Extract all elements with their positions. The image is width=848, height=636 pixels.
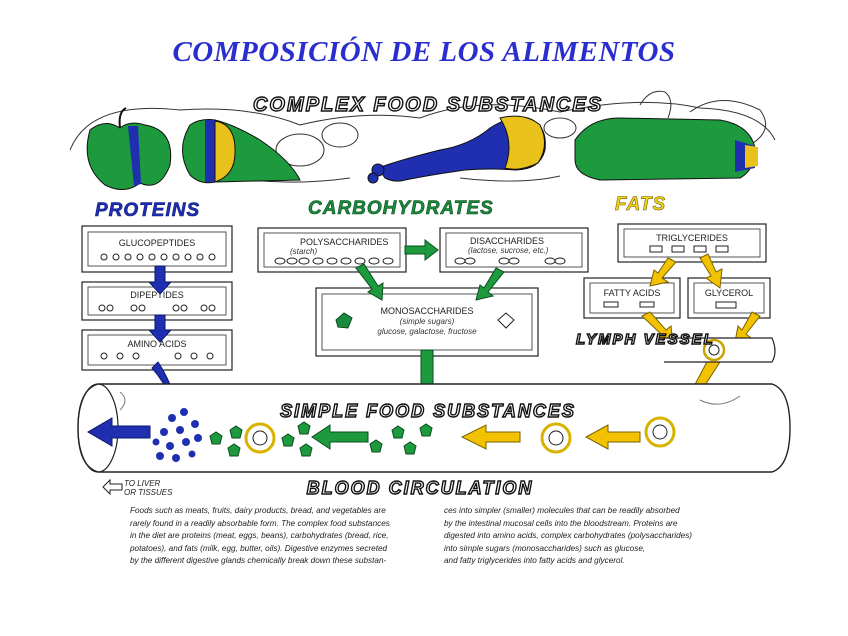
liver-line2: OR TISSUES (124, 488, 173, 497)
caption-right-line: and fatty triglycerides into fatty acids… (444, 556, 625, 566)
sugar-dots (209, 421, 433, 457)
monosaccharides-label: MONOSACCHARIDES (380, 306, 473, 316)
liver-line1: TO LIVER (124, 479, 161, 488)
blood-vessel-tube (77, 383, 791, 473)
page-title: COMPOSICIÓN DE LOS ALIMENTOS (172, 36, 676, 68)
caption-right-line: ces into simpler (smaller) molecules tha… (444, 506, 680, 515)
fats-heading: FATS (615, 194, 666, 215)
bread-icon (574, 117, 758, 181)
exit-arrow-icon (87, 417, 151, 447)
caption-left-line: by the different digestive glands chemic… (130, 556, 387, 566)
lymph-vessel: LYMPH VESSEL (575, 330, 776, 363)
monosaccharides-sub2: glucose, galactose, fructose (377, 327, 477, 336)
amino-acids-label: AMINO ACIDS (127, 339, 186, 349)
carb-boxes: POLYSACCHARIDES (starch) DISACCHARIDES (… (257, 227, 589, 357)
glucopeptides-label: GLUCOPEPTIDES (119, 238, 196, 248)
liver-label: TO LIVER OR TISSUES (102, 478, 173, 497)
proteins-heading: PROTEINS (95, 200, 200, 221)
sugar-flow-arrow-icon (311, 424, 369, 450)
carbohydrates-heading: CARBOHYDRATES (308, 198, 494, 219)
dipeptides-label: DIPEPTIDES (130, 290, 184, 300)
caption-right-line: by the intestinal mucosal cells into the… (444, 518, 678, 528)
lymph-label: LYMPH VESSEL (576, 331, 715, 348)
complex-food-header: COMPLEX FOOD SUBSTANCES (253, 94, 603, 116)
caption-right: ces into simpler (smaller) molecules tha… (444, 505, 692, 568)
fat-arrows (641, 253, 761, 415)
caption-left-line: potatoes), and fats (milk, egg, butter, … (130, 543, 388, 553)
polysaccharides-sub: (starch) (290, 247, 317, 256)
fat-rings (244, 416, 676, 454)
drumstick-icon (367, 115, 546, 184)
caption-right-line: into simple sugars (monosaccharides) suc… (444, 543, 646, 553)
amino-acid-dots (152, 408, 202, 462)
apple-icon (86, 107, 172, 190)
caption-right-line: digested into amino acids, complex carbo… (444, 531, 693, 541)
caption-left-line: rarely found in a readily absorbable for… (130, 518, 390, 528)
disaccharides-label: DISACCHARIDES (470, 236, 544, 246)
fat-boxes: TRIGLYCERIDES FATTY ACIDS GLYCEROL (583, 223, 771, 319)
caption-left-line: Foods such as meats, fruits, dairy produ… (130, 506, 386, 515)
polysaccharides-label: POLYSACCHARIDES (300, 237, 388, 247)
triglycerides-label: TRIGLYCERIDES (656, 233, 728, 243)
fat-flow-arrows (460, 424, 641, 450)
fatty-acids-label: FATTY ACIDS (604, 288, 661, 298)
simple-food-header: SIMPLE FOOD SUBSTANCES (280, 401, 576, 421)
protein-boxes: GLUCOPEPTIDES DIPEPTIDES AMINO ACIDS (81, 225, 233, 371)
blood-circulation-label: BLOOD CIRCULATION (307, 478, 534, 498)
caption-left-line: in the diet are proteins (meat, eggs, be… (130, 531, 389, 541)
monosaccharides-sub1: (simple sugars) (400, 317, 455, 326)
vegetable-icon (182, 119, 301, 184)
glycerol-label: GLYCEROL (705, 288, 753, 298)
caption-left: Foods such as meats, fruits, dairy produ… (130, 505, 390, 568)
disaccharides-sub: (lactose, sucrose, etc.) (468, 246, 549, 255)
